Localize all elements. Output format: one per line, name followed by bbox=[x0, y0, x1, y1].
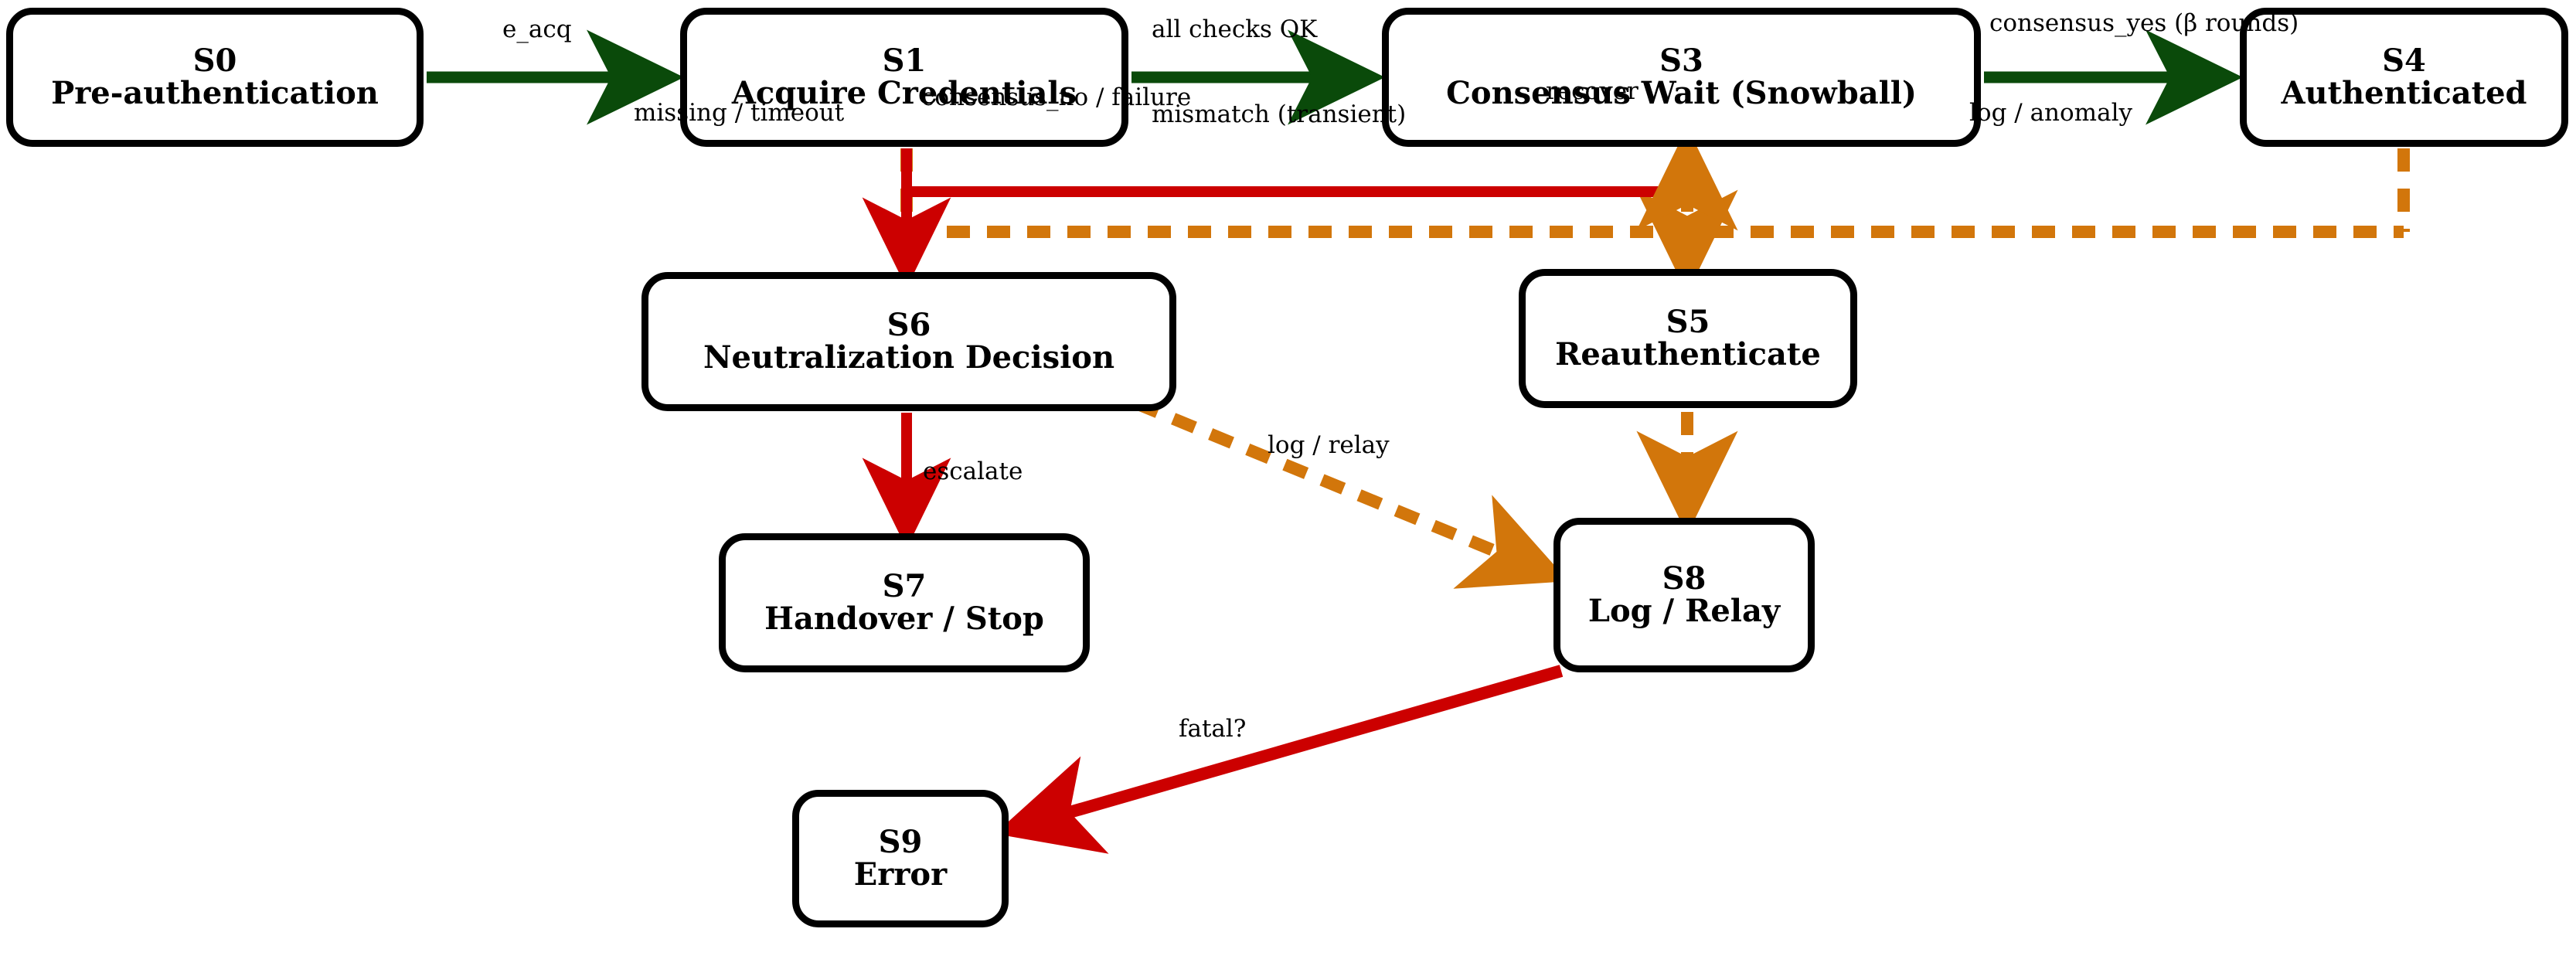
node-s7[interactable]: S7 Handover / Stop bbox=[719, 533, 1090, 672]
node-s7-id: S7 bbox=[882, 568, 927, 604]
node-s0[interactable]: S0 Pre-authentication bbox=[6, 8, 424, 147]
node-s8[interactable]: S8 Log / Relay bbox=[1553, 518, 1815, 672]
node-s6-id: S6 bbox=[886, 307, 931, 343]
node-s7-label: Handover / Stop bbox=[764, 600, 1044, 637]
node-s6-label: Neutralization Decision bbox=[703, 339, 1115, 376]
node-s8-id: S8 bbox=[1662, 560, 1707, 597]
node-s1-id: S1 bbox=[882, 43, 927, 79]
edge-recover-red bbox=[907, 127, 1738, 231]
edge-label-consensus-yes: consensus_yes (β rounds) bbox=[1989, 9, 2299, 37]
node-s4-label: Authenticated bbox=[2281, 75, 2527, 111]
edge-s8-s9 bbox=[995, 665, 1564, 854]
edge-label-log-relay: log / relay bbox=[1268, 431, 1390, 459]
edge-label-fatal: fatal? bbox=[1179, 715, 1247, 743]
node-s3[interactable]: S3 Consensus Wait (Snowball) bbox=[1382, 8, 1981, 147]
node-s3-label: Consensus Wait (Snowball) bbox=[1446, 75, 1917, 111]
edge-label-recover: recover bbox=[1546, 77, 1638, 105]
node-s5-id: S5 bbox=[1666, 304, 1710, 340]
edge-label-missing-timeout: missing / timeout bbox=[634, 99, 845, 127]
edge-label-consensus-no: consensus_no / failure bbox=[921, 83, 1192, 111]
node-s0-label: Pre-authentication bbox=[51, 75, 379, 111]
node-s6[interactable]: S6 Neutralization Decision bbox=[641, 272, 1176, 411]
edge-s6-s8 bbox=[1133, 397, 1569, 589]
node-s8-label: Log / Relay bbox=[1587, 593, 1781, 629]
node-s3-id: S3 bbox=[1659, 43, 1703, 79]
node-s9-label: Error bbox=[853, 856, 948, 893]
edge-label-escalate: escalate bbox=[923, 458, 1023, 485]
edge-label-all-checks-ok: all checks OK bbox=[1152, 15, 1318, 43]
edge-label-log-anomaly: log / anomaly bbox=[1969, 99, 2132, 127]
node-s5-label: Reauthenticate bbox=[1555, 336, 1821, 373]
node-s1[interactable]: S1 Acquire Credentials bbox=[680, 8, 1128, 147]
node-s4[interactable]: S4 Authenticated bbox=[2240, 8, 2568, 147]
node-s9-id: S9 bbox=[878, 824, 923, 860]
node-s1-label: Acquire Credentials bbox=[731, 75, 1077, 111]
node-s5[interactable]: S5 Reauthenticate bbox=[1519, 269, 1857, 408]
node-s9[interactable]: S9 Error bbox=[792, 790, 1009, 927]
node-s0-id: S0 bbox=[192, 43, 237, 79]
edge-label-mismatch: mismatch (transient) bbox=[1152, 100, 1407, 128]
edge-label-e-acq: e_acq bbox=[502, 15, 572, 43]
node-s4-id: S4 bbox=[2382, 43, 2426, 79]
